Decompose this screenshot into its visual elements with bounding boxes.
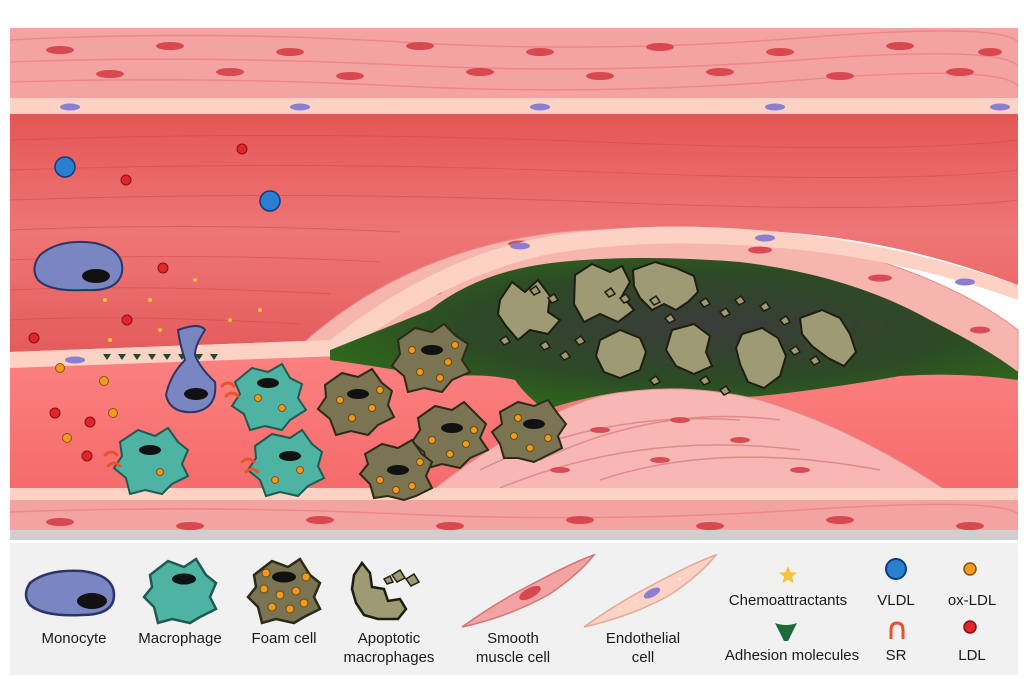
legend-endo-line2: cell bbox=[631, 649, 655, 666]
artery-diagram bbox=[9, 28, 1019, 540]
legend-apoptotic-line2: macrophages bbox=[343, 649, 435, 666]
foam-cells bbox=[316, 322, 568, 502]
macrophage-icon bbox=[142, 557, 218, 625]
ldl-icon bbox=[963, 620, 977, 634]
vldl-particles bbox=[54, 156, 281, 212]
legend-smooth-muscle-label: Smooth muscle cell bbox=[458, 629, 568, 667]
vessel-wall-bottom bbox=[9, 488, 1019, 540]
legend-endo-line1: Endothelial bbox=[605, 630, 681, 647]
legend-macrophage-label: Macrophage bbox=[138, 630, 222, 647]
monocyte-lumen bbox=[33, 240, 124, 292]
legend-apoptotic-line1: Apoptotic bbox=[357, 630, 421, 647]
oxldl-particles bbox=[55, 363, 118, 443]
legend-foam-cell-label: Foam cell bbox=[251, 630, 317, 647]
chemoattractant-icon bbox=[779, 566, 797, 584]
legend-chemoattractants-label: Chemoattractants bbox=[728, 592, 848, 609]
smooth-muscle-cell-icon bbox=[461, 553, 597, 628]
apoptotic-fragments bbox=[498, 284, 822, 396]
vldl-icon bbox=[885, 558, 907, 580]
monocyte-transmigrating bbox=[164, 325, 217, 414]
legend-apoptotic-label: Apoptotic macrophages bbox=[334, 629, 444, 667]
apoptotic-macrophage-icon bbox=[350, 560, 421, 621]
legend-smooth-line1: Smooth bbox=[487, 630, 539, 647]
legend-panel: Monocyte Macrophage Foam cell Apoptotic … bbox=[10, 543, 1018, 675]
legend-smooth-line2: muscle cell bbox=[475, 649, 551, 666]
legend-vldl-label: VLDL bbox=[877, 592, 915, 609]
scavenger-receptors bbox=[103, 381, 260, 474]
legend-monocyte-label: Monocyte bbox=[41, 630, 107, 647]
apoptotic-macrophages-core bbox=[496, 260, 858, 390]
adhesion-molecule-icon bbox=[775, 623, 797, 641]
legend-ldl-label: LDL bbox=[958, 647, 986, 664]
vessel-wall-top bbox=[9, 28, 1019, 100]
endothelium-top bbox=[10, 98, 1018, 114]
endothelial-cell-icon bbox=[583, 553, 719, 628]
macrophages-intima bbox=[112, 362, 326, 498]
adhesion-molecules bbox=[103, 354, 218, 360]
legend-sr-label: SR bbox=[885, 647, 907, 664]
oxldl-icon bbox=[963, 562, 977, 576]
sr-icon bbox=[889, 621, 905, 639]
legend-endothelial-label: Endothelial cell bbox=[588, 629, 698, 667]
endothelium-lower bbox=[10, 226, 1018, 368]
lumen bbox=[10, 114, 1018, 352]
legend-adhesion-label: Adhesion molecules bbox=[724, 647, 860, 664]
ldl-particles bbox=[28, 143, 248, 462]
legend-oxldl-label: ox-LDL bbox=[947, 592, 997, 609]
foam-cell-icon bbox=[246, 557, 322, 625]
monocyte-icon bbox=[24, 569, 116, 617]
